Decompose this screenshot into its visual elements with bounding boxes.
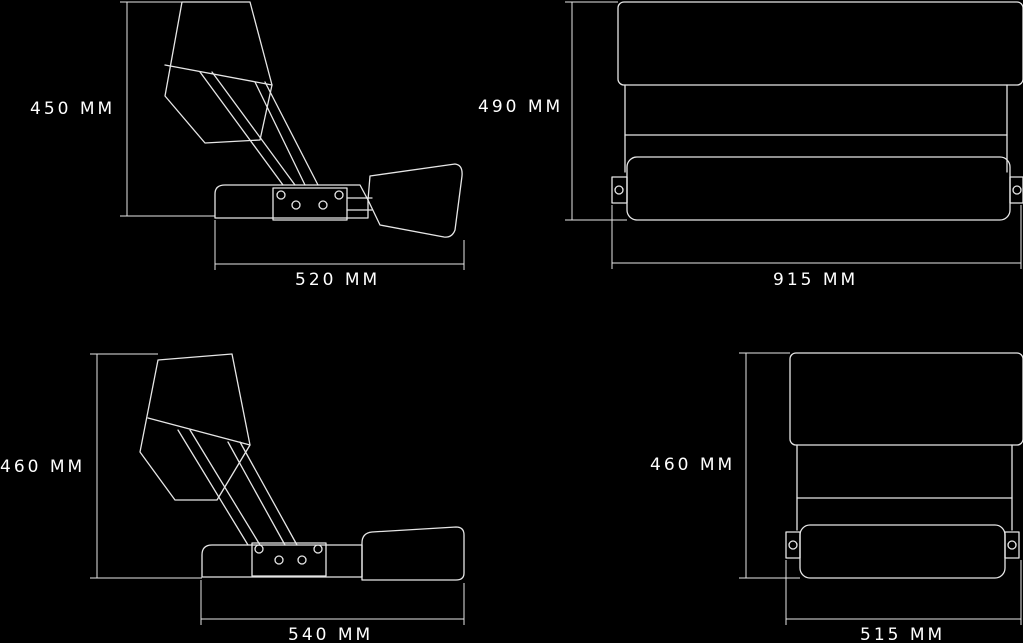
width-dimension (785, 560, 1022, 625)
width-label: 915 MM (773, 270, 858, 290)
width-dimension (611, 205, 1022, 269)
seat-outline (164, 1, 463, 238)
front-view-upright: 490 MM 915 MM (478, 1, 1023, 290)
height-label: 460 MM (650, 455, 735, 475)
front-view-folded: 460 MM 515 MM (650, 352, 1023, 643)
height-label: 450 MM (30, 99, 115, 119)
height-dimension (120, 1, 215, 217)
height-dimension (90, 353, 202, 579)
height-dimension (565, 1, 627, 221)
width-label: 520 MM (295, 270, 380, 290)
height-dimension (739, 352, 800, 579)
seat-outline (785, 352, 1023, 579)
seat-outline (611, 1, 1023, 221)
width-dimension (214, 220, 465, 270)
width-label: 515 MM (860, 625, 945, 643)
width-dimension (200, 580, 465, 625)
seat-outline (139, 353, 465, 581)
height-label: 490 MM (478, 97, 563, 117)
side-view-folded: 460 MM 540 MM (0, 353, 465, 643)
side-view-upright: 450 MM 520 MM (30, 1, 465, 290)
height-label: 460 MM (0, 457, 85, 477)
width-label: 540 MM (288, 625, 373, 643)
